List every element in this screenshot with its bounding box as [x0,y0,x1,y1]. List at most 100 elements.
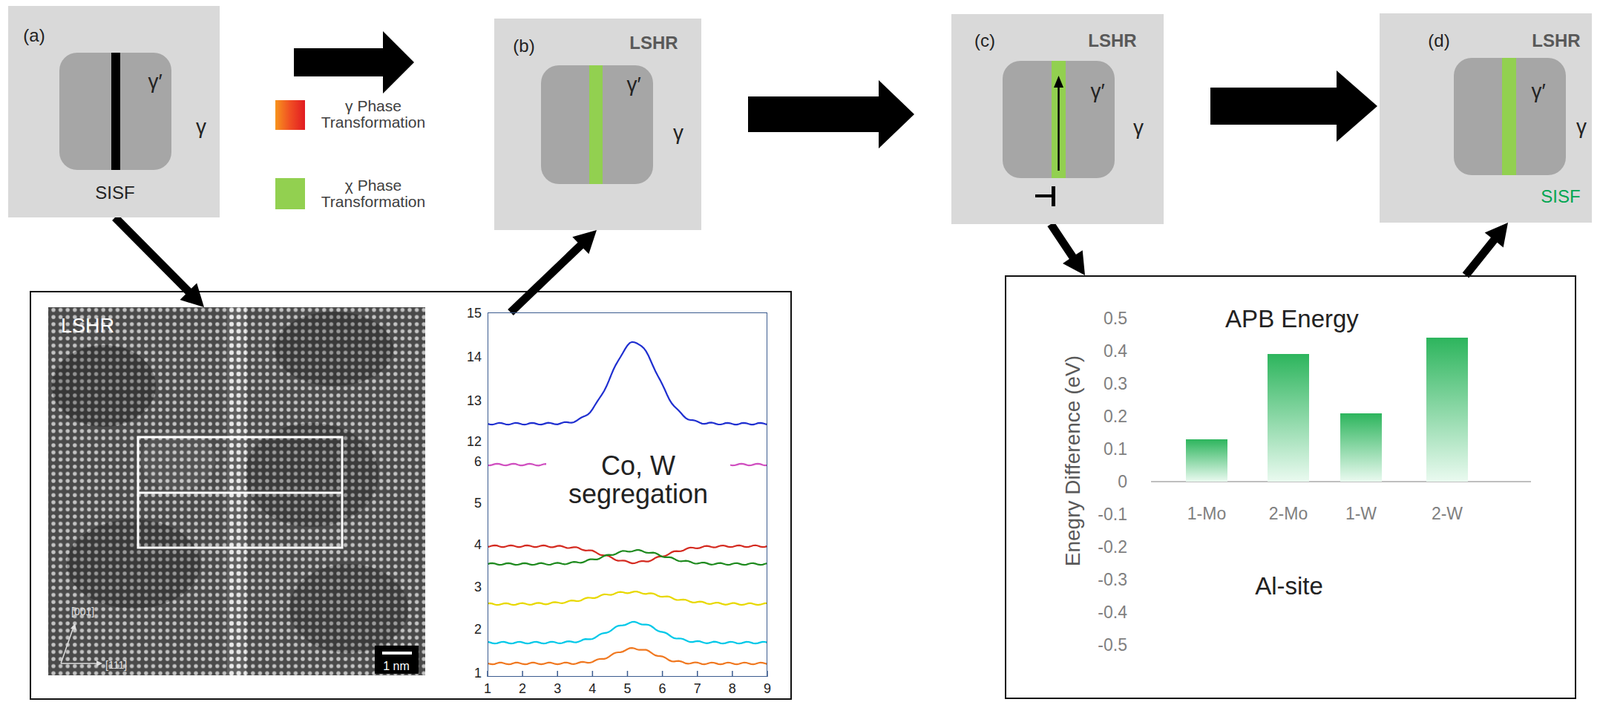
panel-label: (a) [23,25,45,47]
category-label: 2-W [1431,503,1463,524]
stage-panel: (c) LSHR γ γ′ [951,14,1164,225]
process-arrow [1210,70,1378,142]
tick-label: -0.2 [1097,537,1128,557]
legend-label: χ Phase Transformation [310,177,437,211]
tick-label: 1 [474,665,482,682]
legend-label: γ Phase Transformation [310,97,437,131]
tick-label: 0.4 [1103,341,1128,361]
link-arrow [507,230,597,316]
axis-tick [521,670,524,677]
haadf-image [48,307,426,676]
phase-label: γ [1133,115,1144,140]
phase-label: γ′ [1090,79,1105,104]
alloy-label: LSHR [629,32,678,54]
tick-label: 15 [466,305,482,322]
fault-label: SISF [1540,186,1580,208]
line-chart [487,342,768,677]
category-label: 1-W [1345,503,1377,524]
phase-label: γ [1576,115,1587,139]
tick-label: 9 [763,681,772,697]
chart-annotation: Co, W segregation [546,451,731,509]
haadf-image: LSHR 1 nm [48,307,426,676]
panel-illustration [1002,60,1115,179]
tick-label: 4 [474,537,482,553]
precipitate: γ′ [541,65,654,185]
tick-label: -0.4 [1097,602,1128,622]
tick-label: 0 [1117,471,1128,492]
axis-tick [557,670,559,677]
tick-label: 2 [518,681,527,697]
axis-tick [592,670,594,677]
tick-label: 0.2 [1103,406,1128,426]
phase-label: γ [195,115,207,139]
image-label: LSHR [60,314,115,338]
category-label: 1-Mo [1187,503,1226,524]
stage-panel: (a) γSISF γ′ [8,5,220,218]
fault-label: SISF [94,182,135,204]
tick-label: 13 [466,393,482,409]
precipitate: γ′ [59,52,172,170]
tick-label: 5 [623,681,631,697]
legend-swatch [275,178,306,210]
bar-chart [1151,337,1531,482]
tick-label: -0.5 [1097,635,1128,655]
data-curve [487,545,768,564]
tick-label: -0.1 [1097,504,1128,524]
data-curve [487,549,768,565]
tick-label: 1 [483,681,492,697]
alloy-label: LSHR [1531,30,1580,52]
link-arrow [1047,221,1085,276]
tick-label: 3 [474,579,482,596]
axis-direction: [111] [105,658,127,671]
axis-tick [731,670,734,677]
tick-label: 6 [658,681,667,697]
tick-label: 4 [588,681,596,697]
bar-chart-panel: APB EnergyEnegry Difference (eV) Al-site [1004,275,1577,700]
legend-swatch [275,100,306,130]
process-arrow [748,80,915,149]
tick-label: 8 [728,681,737,697]
phase-label: γ′ [147,69,162,94]
tick-label: 12 [466,434,482,450]
alloy-label: LSHR [1087,30,1137,52]
line-chart-panel: Co, W segregation [487,312,768,677]
axis-title: Enegry Difference (eV) [1061,355,1085,567]
tick-label: 5 [474,495,482,512]
tick-label: 0.1 [1103,439,1128,459]
tick-label: 6 [474,454,482,470]
axis-tick [696,670,699,677]
category-label: 2-Mo [1269,503,1308,524]
phase-label: γ′ [1530,79,1546,104]
data-curve [487,591,768,605]
chart-title: APB Energy [1225,305,1359,334]
stage-panel: (b) LSHR γ γ′ [494,18,702,231]
tick-label: -0.3 [1097,569,1128,590]
tick-label: 0.5 [1103,308,1128,329]
data-curve [487,621,768,644]
scale-label: 1 nm [382,659,410,674]
data-curve [487,342,768,425]
link-arrow [112,214,205,308]
precipitate: γ′ [1002,60,1115,179]
phase-label: γ [673,120,684,145]
panel-label: (b) [512,35,535,57]
panel-label: (d) [1427,30,1450,52]
data-curve [487,647,768,665]
tick-label: 2 [474,621,482,638]
axis-tick [627,670,629,677]
panel-frame [30,291,792,700]
axis-title: Al-site [1254,572,1324,601]
phase-label: γ′ [626,72,641,97]
tick-label: 7 [693,681,702,697]
tick-label: 14 [466,349,482,366]
stage-panel: (d) LSHR γSISF γ′ [1379,13,1592,223]
axis-tick [661,670,664,677]
panel-label: (c) [974,30,996,52]
axis-direction: [001] [71,605,95,618]
panel-illustration [1453,57,1566,176]
tick-label: 3 [553,681,562,697]
link-arrow [1462,222,1508,278]
precipitate: γ′ [1453,57,1566,176]
tick-label: 0.3 [1103,374,1128,394]
